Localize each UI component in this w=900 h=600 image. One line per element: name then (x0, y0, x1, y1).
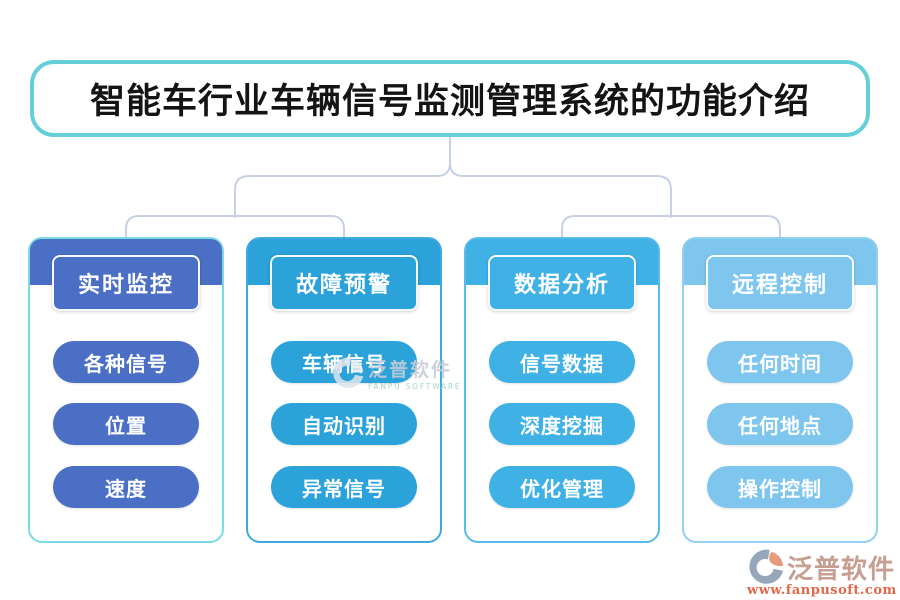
feature-item-label: 车辆信号 (302, 351, 386, 376)
feature-item-label: 异常信号 (302, 476, 386, 501)
feature-item-label: 信号数据 (520, 351, 604, 376)
feature-item-label: 操作控制 (738, 476, 822, 501)
column-header-label: 故障预警 (295, 272, 392, 298)
column-header: 远程控制 (706, 255, 854, 311)
feature-item: 车辆信号 (271, 341, 417, 383)
fanpu-logo-row: 泛普软件 (747, 548, 897, 586)
diagram-title: 智能车行业车辆信号监测管理系统的功能介绍 (89, 81, 810, 122)
fanpu-logo-name: 泛普软件 (787, 554, 896, 585)
feature-item-label: 自动识别 (302, 413, 386, 438)
connector-branch-right (449, 136, 672, 218)
feature-item-label: 深度挖掘 (520, 413, 604, 438)
feature-item-label: 优化管理 (520, 476, 604, 501)
feature-item: 操作控制 (707, 466, 853, 508)
feature-item: 信号数据 (489, 341, 635, 383)
feature-item: 任何时间 (707, 341, 853, 383)
column-header-label: 远程控制 (731, 272, 828, 298)
feature-item-label: 任何时间 (738, 351, 822, 376)
feature-item: 各种信号 (53, 341, 199, 383)
feature-item-label: 速度 (105, 476, 147, 501)
diagram-title-box: 智能车行业车辆信号监测管理系统的功能介绍 (30, 60, 870, 137)
feature-column-remote-control: 远程控制 任何时间 任何地点 操作控制 (682, 237, 878, 543)
feature-item-label: 位置 (105, 413, 147, 438)
feature-column-fault-warning: 故障预警 车辆信号 自动识别 异常信号 (246, 237, 442, 543)
feature-item: 深度挖掘 (489, 403, 635, 445)
feature-item-label: 任何地点 (738, 413, 822, 438)
column-header: 数据分析 (488, 255, 636, 311)
feature-column-realtime-monitoring: 实时监控 各种信号 位置 速度 (28, 237, 224, 543)
feature-item-label: 各种信号 (84, 351, 168, 376)
column-header-label: 实时监控 (77, 272, 174, 298)
fanpu-logo: 泛普软件 www.fanpusoft.com (747, 548, 897, 598)
fanpu-logo-icon (749, 549, 784, 584)
feature-item: 位置 (53, 403, 199, 445)
connector-fork-left (125, 215, 345, 239)
column-header-label: 数据分析 (513, 272, 610, 298)
column-header: 故障预警 (270, 255, 418, 311)
connector-branch-left (234, 136, 451, 218)
feature-item: 速度 (53, 466, 199, 508)
feature-item: 优化管理 (489, 466, 635, 508)
column-header: 实时监控 (52, 255, 200, 311)
feature-item: 任何地点 (707, 403, 853, 445)
connector-fork-right (561, 215, 781, 239)
site-url: www.fanpusoft.com (747, 583, 897, 598)
feature-column-data-analysis: 数据分析 信号数据 深度挖掘 优化管理 (464, 237, 660, 543)
feature-item: 自动识别 (271, 403, 417, 445)
feature-item: 异常信号 (271, 466, 417, 508)
